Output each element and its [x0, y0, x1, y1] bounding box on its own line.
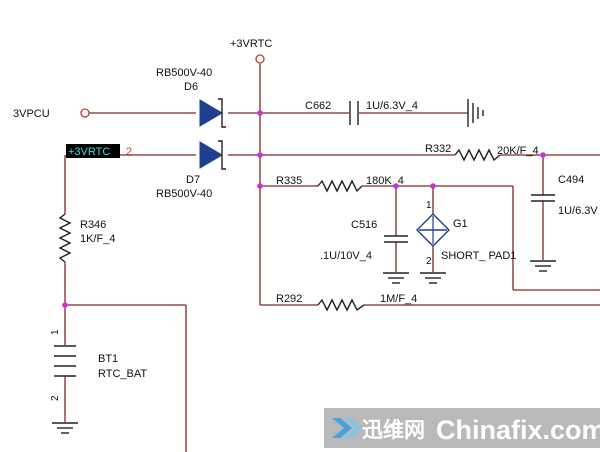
r292-symbol [317, 298, 365, 312]
resistor-r332: R332 20K/F_4 [425, 143, 539, 162]
g1-pin-2: 2 [426, 256, 432, 267]
junction-bt1 [62, 302, 68, 308]
c662-ref: C662 [305, 100, 331, 112]
r292-value: 1M/F_4 [380, 293, 417, 305]
watermark-en: Chinafix.com [436, 415, 600, 445]
bt1-ref: BT1 [98, 353, 118, 365]
junction-r335 [257, 183, 263, 189]
capacitor-c494: C494 1U/6.3V [530, 174, 598, 272]
wires [64, 64, 600, 452]
junction-c516 [393, 183, 399, 189]
r335-ref: R335 [276, 175, 302, 187]
short-pad-g1: 1 2 G1 SHORT_ PAD1 [416, 200, 516, 284]
c516-ref: C516 [351, 219, 377, 231]
vpcu-port [80, 108, 90, 118]
rtc-net-label: +3VRTC [230, 38, 272, 50]
diode-d7: D7 RB500V-40 [156, 140, 226, 200]
r332-value: 20K/F_4 [497, 145, 539, 157]
d7-cathode-bar [218, 140, 226, 170]
d7-symbol [199, 141, 223, 169]
rtc-port-label: +3VRTC [68, 146, 110, 158]
c662-value: 1U/6.3V_4 [366, 100, 418, 112]
capacitor-c516: C516 .1U/10V_4 [320, 219, 409, 284]
battery-bt1: 1 2 BT1 RTC_BAT [50, 329, 147, 434]
r335-symbol [317, 179, 363, 193]
rtc-port-pin: 2 [126, 146, 132, 158]
junction-d6 [257, 110, 263, 116]
rtc-port-label-bg [66, 144, 120, 158]
r292-ref: R292 [276, 293, 302, 305]
watermark-logo-icon-2 [344, 418, 362, 438]
d6-ref: D6 [184, 81, 198, 93]
r346-value: 1K/F_4 [80, 233, 115, 245]
bt1-value: RTC_BAT [98, 368, 147, 380]
c494-value: 1U/6.3V [558, 205, 598, 217]
r332-symbol [454, 148, 501, 162]
r332-ref: R332 [425, 143, 451, 155]
d7-ref: D7 [186, 174, 200, 186]
c494-ref: C494 [558, 174, 584, 186]
d7-part: RB500V-40 [156, 188, 212, 200]
bt1-pin-2: 2 [50, 395, 61, 401]
watermark: 迅维网 Chinafix.com [324, 408, 600, 448]
d6-cathode-bar [218, 98, 226, 128]
vpcu-net-label: 3VPCU [13, 108, 50, 120]
junctions [62, 110, 546, 308]
d6-symbol [199, 99, 223, 127]
resistor-r335: R335 180K_4 [276, 175, 404, 193]
rtc-power-port [255, 54, 265, 64]
watermark-logo-icon [332, 418, 352, 438]
resistor-r346: R346 1K/F_4 [58, 213, 115, 263]
g1-value: SHORT_ PAD1 [441, 250, 516, 262]
r346-ref: R346 [80, 219, 106, 231]
junction-d7 [257, 152, 263, 158]
c516-value: .1U/10V_4 [320, 250, 372, 262]
junction-g1 [430, 183, 436, 189]
capacitor-c662: C662 1U/6.3V_4 [305, 99, 484, 127]
junction-c494 [540, 152, 546, 158]
g1-ref: G1 [453, 218, 468, 230]
resistor-r292: R292 1M/F_4 [276, 293, 417, 312]
diode-d6: RB500V-40 D6 [156, 67, 226, 128]
d6-part: RB500V-40 [156, 67, 212, 79]
bt1-pin-1: 1 [50, 329, 61, 335]
watermark-bg [324, 408, 600, 448]
g1-pin-1: 1 [426, 200, 432, 211]
r346-symbol [58, 213, 72, 263]
watermark-cn: 迅维网 [362, 418, 425, 442]
